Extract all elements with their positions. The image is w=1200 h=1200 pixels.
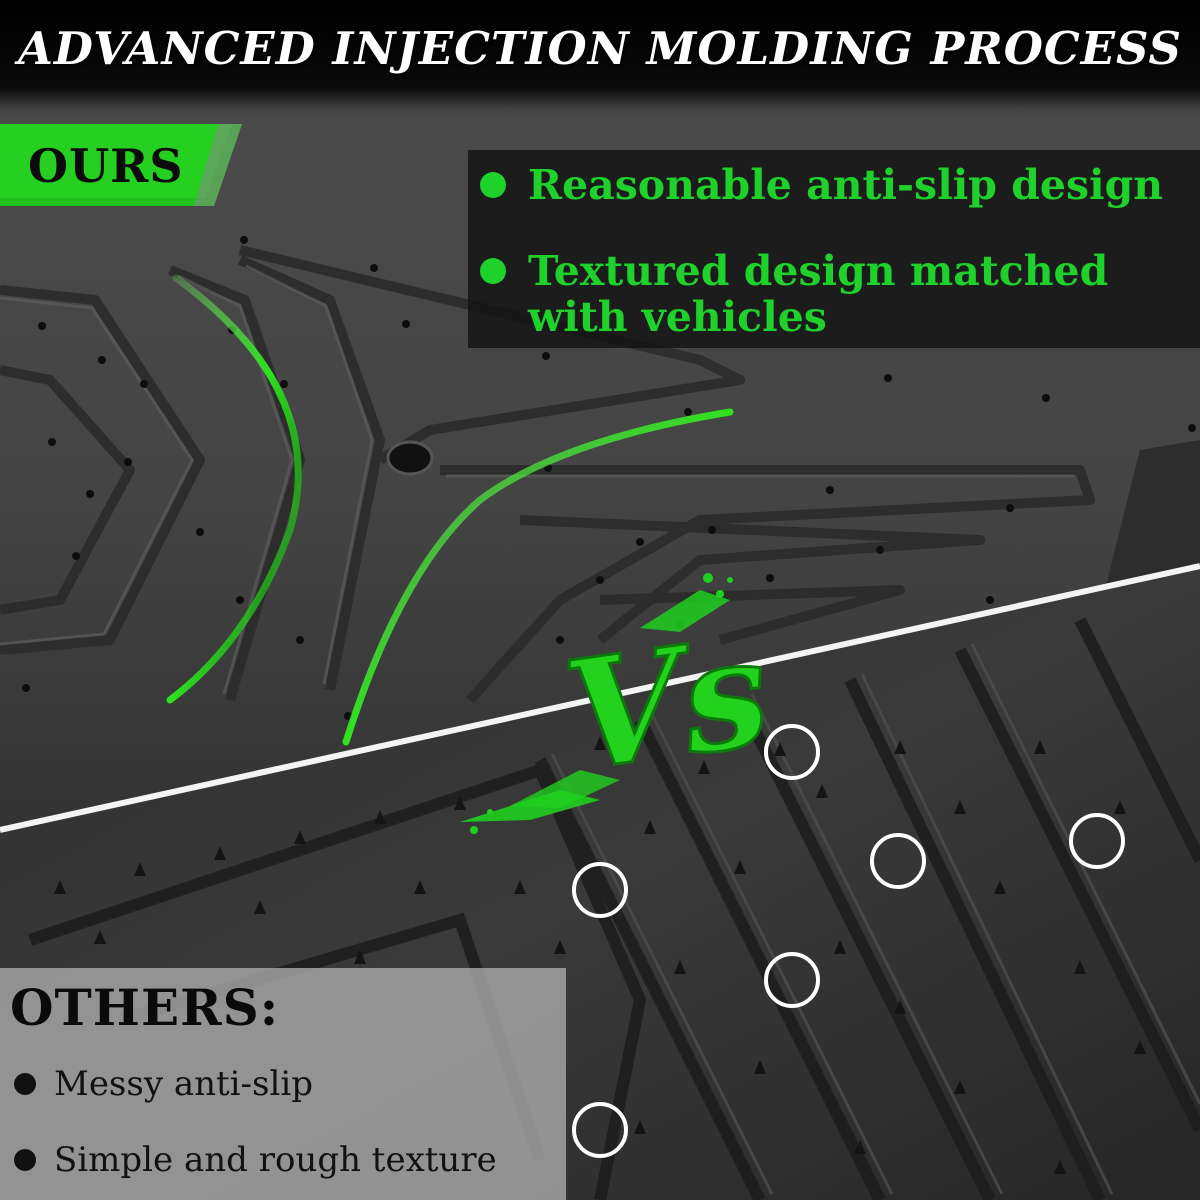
ring-icon xyxy=(870,833,926,889)
others-feature-text: Messy anti-slip xyxy=(54,1064,314,1104)
ours-feature-item: Textured design matched with vehicles xyxy=(480,248,1180,340)
headline: ADVANCED INJECTION MOLDING PROCESS xyxy=(17,21,1183,75)
bullet-icon xyxy=(14,1149,36,1171)
others-feature-item: Messy anti-slip xyxy=(14,1064,313,1104)
header-band xyxy=(0,0,1200,110)
ours-badge-shape xyxy=(0,124,242,206)
bullet-icon xyxy=(480,172,506,198)
ours-feature-panel xyxy=(468,150,1200,348)
ring-icon xyxy=(1069,813,1125,869)
ours-feature-text: Textured design matched with vehicles xyxy=(528,247,1109,341)
ours-anti-slip-nibs xyxy=(22,236,1196,720)
ours-feature-text: Reasonable anti-slip design xyxy=(528,161,1164,209)
ours-label: OURS xyxy=(28,139,184,193)
others-label: OTHERS: xyxy=(10,978,280,1037)
ours-feature-item: Reasonable anti-slip design xyxy=(480,162,1163,208)
ours-green-streak-right xyxy=(342,408,734,746)
ours-green-streak-left xyxy=(166,274,302,704)
ours-ridge-highlights xyxy=(0,264,1074,695)
others-feature-item: Simple and rough texture xyxy=(14,1140,497,1180)
ring-icon xyxy=(572,1102,628,1158)
ring-icon-group xyxy=(572,724,1125,1158)
others-anti-slip-nibs xyxy=(54,736,1146,1174)
others-feature-text: Simple and rough texture xyxy=(54,1140,497,1180)
ours-mat-button xyxy=(386,440,434,476)
ours-side-panel xyxy=(1100,440,1200,610)
ring-icon xyxy=(764,952,820,1008)
bullet-icon xyxy=(480,258,506,284)
ring-icon xyxy=(764,724,820,780)
vs-text: Vs xyxy=(556,603,779,805)
others-feature-panel xyxy=(0,968,566,1200)
bullet-icon xyxy=(14,1073,36,1095)
divider-line xyxy=(0,563,1200,833)
vs-mark: Vs xyxy=(460,573,780,834)
ring-icon xyxy=(572,862,628,918)
